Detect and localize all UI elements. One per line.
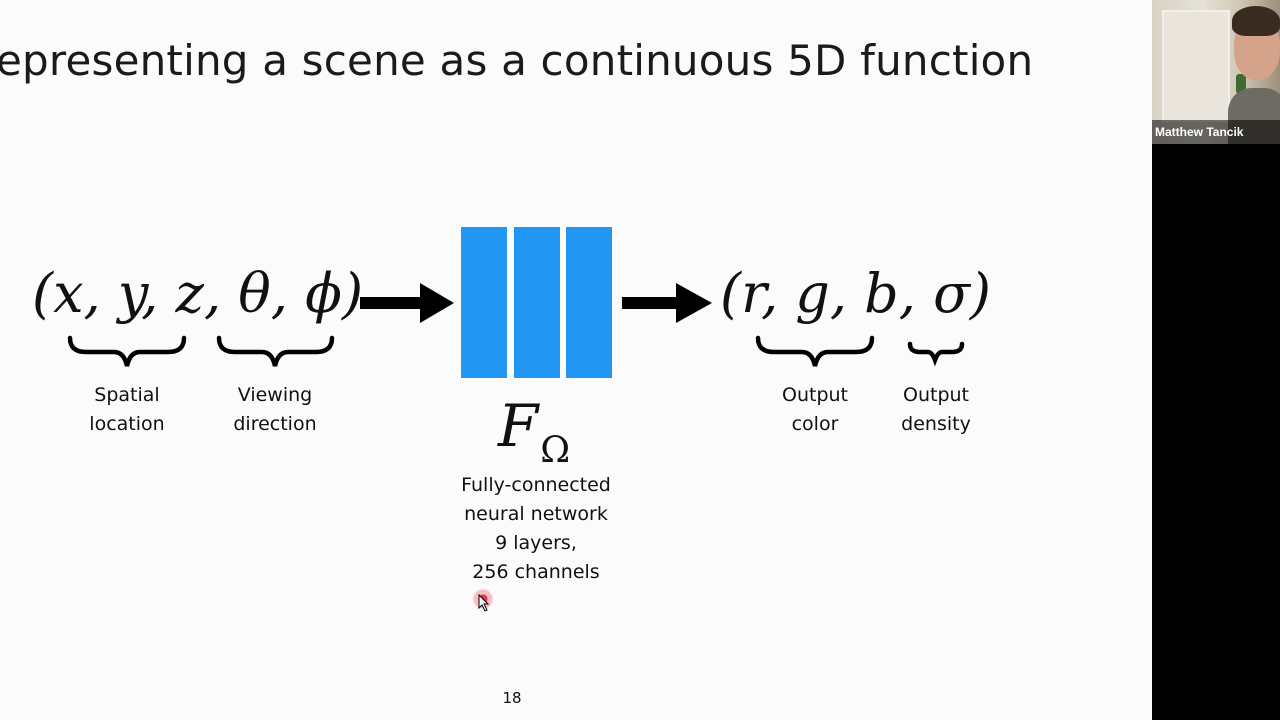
viewing-direction-label: Viewing direction [233, 384, 317, 435]
caption-line: neural network [464, 503, 608, 525]
network-layer-bar [566, 227, 612, 378]
input-tuple: (x, y, z, θ, ϕ) [32, 262, 364, 325]
output-color-label: Output color [782, 384, 848, 435]
caption-line: 9 layers, [495, 532, 577, 554]
slide-title: epresenting a scene as a continuous 5D f… [0, 36, 1034, 85]
background-frame [1162, 10, 1230, 122]
viewing-brace [216, 335, 335, 367]
output-density-label: Output density [901, 384, 971, 435]
participant-video[interactable]: Matthew Tancik [1152, 0, 1280, 144]
page-number: 18 [502, 689, 522, 707]
participant-name: Matthew Tancik [1152, 120, 1280, 144]
network-function-symbol: FΩ [498, 392, 571, 471]
background-plant [1236, 74, 1246, 94]
output-arrow [622, 283, 712, 323]
spatial-brace [67, 335, 187, 367]
participant-hair [1232, 6, 1280, 36]
network-layer-bar [514, 227, 560, 378]
diagram-overlay [67, 283, 965, 367]
presentation-slide: epresenting a scene as a continuous 5D f… [0, 0, 1152, 720]
caption-line: Fully-connected [461, 474, 611, 496]
mouse-cursor-icon [478, 594, 490, 612]
video-panel: Matthew Tancik [1152, 0, 1280, 720]
caption-line: 256 channels [472, 561, 600, 583]
network-layer-bar [461, 227, 507, 378]
network-caption: Fully-connected neural network 9 layers,… [436, 471, 636, 587]
spatial-location-label: Spatial location [89, 384, 165, 435]
color-brace [755, 335, 875, 367]
output-tuple: (r, g, b, σ) [720, 262, 992, 325]
density-brace [907, 341, 965, 367]
network-subscript: Ω [540, 430, 571, 471]
input-arrow [360, 283, 454, 323]
